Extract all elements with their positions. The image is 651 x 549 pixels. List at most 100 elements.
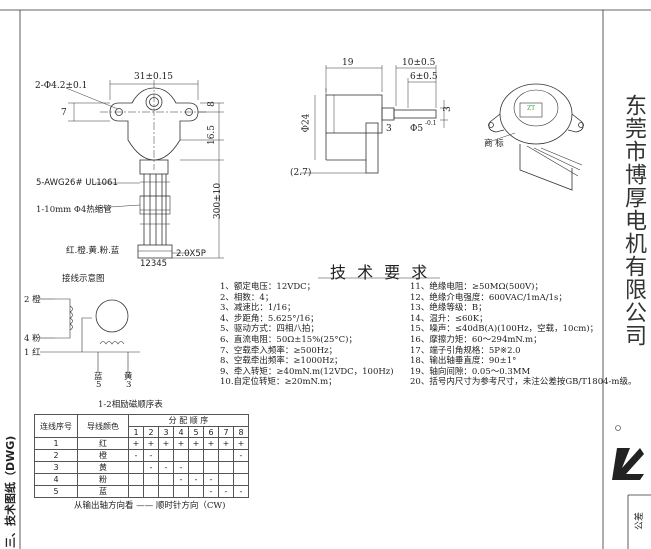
cell	[128, 473, 144, 486]
cell: -	[128, 449, 144, 462]
step-header: 2	[143, 426, 159, 438]
spec-item: 14、温升：≤60K；	[410, 313, 488, 324]
sleeve-spec: 1-10mm Φ4热缩管	[36, 205, 112, 215]
table-footer: 从输出轴方向看 —— 顺时针方向（CW)	[74, 501, 226, 511]
step-header: 5	[188, 426, 204, 438]
wiring-title: 接线示意图	[62, 274, 105, 284]
company-logo	[612, 444, 646, 484]
table-row: 1 红 + + + + + + + +	[34, 437, 249, 450]
cell: 3	[34, 461, 78, 474]
cell: -	[188, 473, 204, 486]
cell	[203, 449, 219, 462]
dim-10: 10±0.5	[402, 58, 436, 68]
cell	[173, 485, 189, 498]
dim-height-7: 7	[61, 108, 67, 118]
cell: +	[203, 437, 219, 450]
cell: 4	[34, 473, 78, 486]
cell: +	[218, 437, 234, 450]
step-header: 8	[233, 426, 249, 438]
dim-dia5: Φ5	[410, 124, 424, 134]
cell: -	[158, 461, 174, 474]
page-title: 技 术 要 求	[330, 263, 431, 282]
trademark-label: 商 标	[484, 139, 504, 149]
dim-width: 31±0.15	[134, 72, 174, 82]
pin-numbers: 12345	[140, 259, 168, 269]
cell: 1	[34, 437, 78, 450]
step-header: 7	[218, 426, 234, 438]
cell	[143, 473, 159, 486]
specs-left: 1、额定电压：12VDC； 2、相数：4； 3、减速比：1/16； 4、步距角：…	[220, 282, 394, 388]
connector-spec: 2.0X5P	[176, 249, 206, 259]
wiring-pin1: 1 红	[24, 348, 41, 358]
spec-item: 15、噪声：≤40dB(A)(100Hz，空载，10cm)；	[410, 324, 599, 335]
spec-item: 9、牵入转矩：≥40mN.m(12VDC，100Hz)	[220, 366, 394, 377]
cell	[128, 485, 144, 498]
table-header: 分 配 顺 序	[128, 414, 249, 427]
table-row: 4 粉 - - -	[34, 473, 249, 486]
wiring-pin5-color: 蓝	[94, 372, 103, 382]
table-header: 连线序号	[34, 414, 78, 438]
step-header: 6	[203, 426, 219, 438]
dim-8: 8	[206, 101, 217, 107]
cell: -	[203, 485, 219, 498]
table-row: 2 橙 - - -	[34, 449, 249, 462]
cell: 蓝	[77, 485, 129, 498]
cell	[173, 449, 189, 462]
step-header: 1	[128, 426, 144, 438]
cell: +	[158, 437, 174, 450]
cell	[158, 449, 174, 462]
cell: +	[188, 437, 204, 450]
motor-nameplate: ZT	[527, 105, 536, 112]
cell: +	[173, 437, 189, 450]
step-header: 4	[173, 426, 189, 438]
specs-right: 11、绝缘电阻：≥50MΩ(500V)； 12、绝缘介电强度：600VAC/1m…	[410, 282, 636, 388]
spec-item: 6、直流电阻：50Ω±15%(25°C)；	[220, 334, 357, 345]
spec-item: 2、相数：4；	[220, 292, 274, 303]
excitation-table: 连线序号 导线颜色 分 配 顺 序 1 2 3 4 5 6 7 8 1 红 + …	[34, 414, 249, 498]
wiring-pin5-num: 5	[96, 380, 102, 390]
spec-item: 7、空载牵入频率：≥500Hz；	[220, 345, 338, 356]
spec-item: 5、驱动方式：四相八拍；	[220, 324, 319, 335]
cell	[203, 461, 219, 474]
dim-6: 6±0.5	[410, 72, 438, 82]
cell: +	[128, 437, 144, 450]
dim-lead-length: 300±10	[213, 182, 224, 220]
step-header: 3	[158, 426, 174, 438]
dim-2-7: (2.7)	[290, 168, 312, 178]
cell: +	[233, 437, 249, 450]
spec-item: 17、端子引角规格：5P※2.0	[410, 345, 521, 356]
spec-item: 13、绝缘等级：B；	[410, 303, 487, 314]
table-caption: 1-2相励磁顺序表	[98, 400, 163, 410]
cell: -	[233, 485, 249, 498]
wiring-pin3-color: 黄	[124, 372, 133, 382]
cell	[218, 461, 234, 474]
cell: 黄	[77, 461, 129, 474]
spec-item: 19、轴向间隙：0.05～0.3MM	[410, 366, 531, 377]
wiring-pin2: 2 橙	[24, 295, 41, 305]
table-row: 5 蓝 - - -	[34, 485, 249, 498]
dim-hole: 2-Φ4.2±0.1	[35, 81, 88, 91]
dim-3b: 3	[442, 106, 453, 112]
spec-item: 20、括号内尺寸为参考尺寸，未注公差按GB/T1804-m级。	[410, 377, 637, 388]
spec-item: 3、减速比：1/16；	[220, 303, 296, 314]
dim-16-5: 16.5	[207, 124, 218, 146]
wiring-pin3-num: 3	[126, 380, 132, 390]
cell: -	[143, 449, 159, 462]
company-name: 东莞市博厚电机有限公司	[621, 94, 646, 347]
cell	[233, 473, 249, 486]
spec-item: 11、绝缘电阻：≥50MΩ(500V)；	[410, 282, 544, 292]
section-title: 三、技术图纸（DWG)	[4, 435, 17, 548]
cell: -	[173, 473, 189, 486]
cell: -	[143, 461, 159, 474]
spec-item: 4、步距角：5.625°/16；	[220, 313, 319, 324]
cell	[188, 461, 204, 474]
cell	[218, 449, 234, 462]
spec-item: 8、空载牵出频率：≥1000Hz；	[220, 356, 343, 367]
cell: +	[143, 437, 159, 450]
cell	[188, 485, 204, 498]
cell	[143, 485, 159, 498]
wiring-pin4: 4 粉	[24, 334, 41, 344]
spec-item: 12、绝缘介电强度：600VAC/1mA/1s；	[410, 292, 567, 303]
